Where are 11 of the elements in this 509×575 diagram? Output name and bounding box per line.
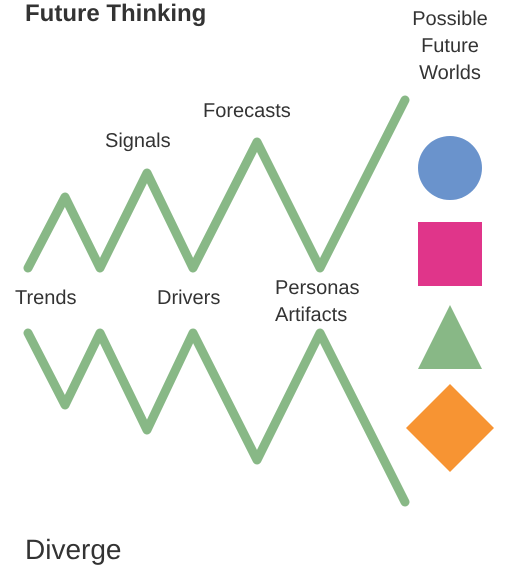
square-shape	[418, 222, 482, 286]
stage-label: Trends	[15, 286, 77, 311]
circle-shape	[418, 136, 482, 200]
stage-label: Forecasts	[203, 99, 291, 124]
title: Future Thinking	[25, 0, 206, 27]
phase-label: Diverge	[25, 533, 122, 567]
diamond-shape	[406, 384, 494, 472]
stage-label: Drivers	[157, 286, 220, 311]
stage-label: Possible Future Worlds	[411, 7, 489, 86]
triangle-shape	[418, 305, 482, 369]
stage-label: Signals	[105, 129, 171, 154]
